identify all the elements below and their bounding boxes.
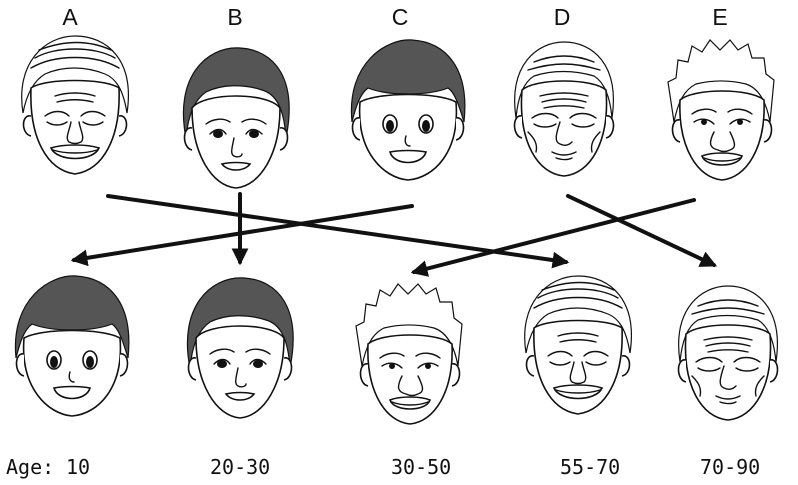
label-d: D [553,4,571,30]
age-group-30-50: 30-50 [391,455,452,479]
label-c: C [391,4,409,30]
face-bottom-70-90 [677,285,779,421]
age-group-10: 10 [66,455,91,479]
face-bottom-55-70 [523,275,633,415]
label-e: E [712,4,728,30]
face-bottom-30-50 [355,283,463,425]
face-d-top [513,41,615,177]
arrow-d-to-70-90 [566,194,718,267]
age-group-55-70: 55-70 [560,455,621,479]
face-c-top [350,39,466,181]
face-bottom-20-30 [186,277,294,419]
arrow-e-to-30-50 [410,198,696,277]
age-group-70-90: 70-90 [700,455,761,479]
face-b-top [182,47,290,189]
arrow-c-to-10 [70,204,414,267]
label-b: B [227,4,243,30]
age-group-20-30: 20-30 [210,455,271,479]
face-a-top [20,35,130,175]
face-e-top [667,39,775,181]
age-prefix: Age: [6,455,55,479]
label-a: A [62,4,78,30]
face-bottom-10 [14,275,130,417]
